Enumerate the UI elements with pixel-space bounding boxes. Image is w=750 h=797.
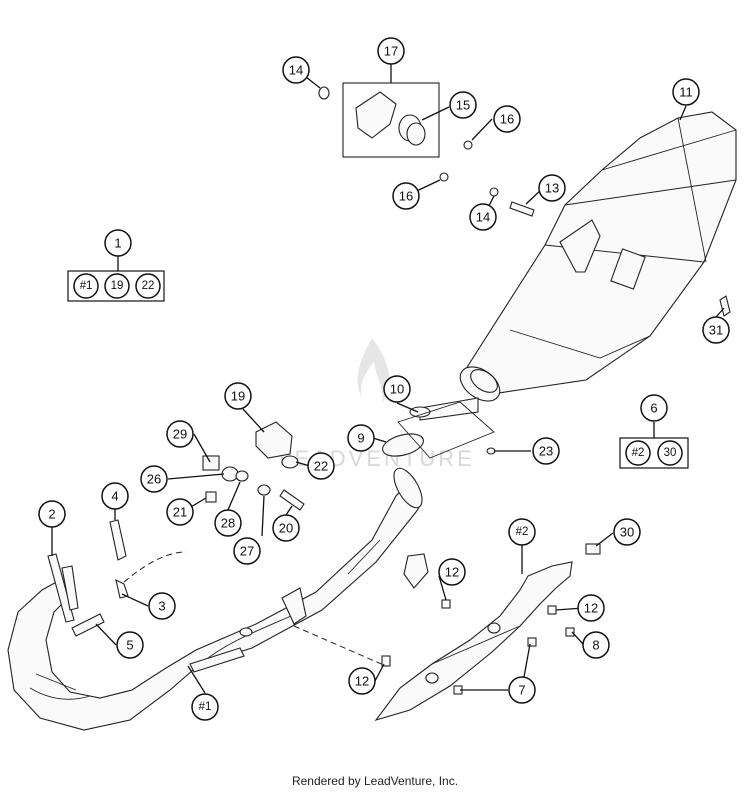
svg-text:10: 10 bbox=[390, 382, 404, 397]
callout-15: 15 bbox=[449, 91, 477, 119]
svg-text:16: 16 bbox=[399, 189, 413, 204]
svg-text:4: 4 bbox=[111, 489, 118, 504]
svg-text:21: 21 bbox=[173, 505, 187, 520]
callout-2: 2 bbox=[38, 500, 66, 528]
dashed-leaders bbox=[123, 551, 387, 667]
svg-text:20: 20 bbox=[279, 521, 293, 536]
svg-text:14: 14 bbox=[476, 210, 490, 225]
svg-text:26: 26 bbox=[147, 472, 161, 487]
callout-23: 23 bbox=[532, 437, 560, 465]
svg-text:#2: #2 bbox=[632, 447, 645, 459]
callout-26: 26 bbox=[140, 465, 168, 493]
callout-8: 8 bbox=[582, 631, 610, 659]
svg-text:7: 7 bbox=[518, 683, 525, 698]
callout-7: 7 bbox=[508, 676, 536, 704]
svg-text:27: 27 bbox=[240, 544, 254, 559]
svg-text:13: 13 bbox=[545, 181, 559, 196]
callout-29: 29 bbox=[166, 420, 194, 448]
svg-text:12: 12 bbox=[355, 674, 369, 689]
callout-1: 1 bbox=[104, 229, 132, 257]
callout-28: 28 bbox=[214, 509, 242, 537]
callout-12-b: 12 bbox=[577, 594, 605, 622]
callout-14-bottom: 14 bbox=[469, 203, 497, 231]
svg-text:#1: #1 bbox=[80, 280, 93, 292]
callout-12-a: 12 bbox=[438, 558, 466, 586]
svg-text:9: 9 bbox=[357, 431, 364, 446]
callout-16-bottom: 16 bbox=[392, 182, 420, 210]
callout-9: 9 bbox=[347, 424, 375, 452]
callout-10: 10 bbox=[383, 375, 411, 403]
svg-text:17: 17 bbox=[384, 44, 398, 59]
callout-21: 21 bbox=[166, 498, 194, 526]
heat-shield bbox=[374, 561, 573, 721]
svg-text:5: 5 bbox=[126, 638, 133, 653]
callout-13: 13 bbox=[538, 174, 566, 202]
svg-text:28: 28 bbox=[221, 516, 235, 531]
callout-11: 11 bbox=[672, 78, 700, 106]
callout-22: 22 bbox=[307, 452, 335, 480]
svg-text:6: 6 bbox=[650, 401, 657, 416]
svg-text:16: 16 bbox=[500, 112, 514, 127]
callout-6: 6 bbox=[640, 394, 668, 422]
svg-text:31: 31 bbox=[709, 323, 723, 338]
kit-1-box: #1 19 22 bbox=[67, 270, 165, 302]
svg-text:#1: #1 bbox=[199, 701, 212, 713]
svg-text:19: 19 bbox=[111, 280, 124, 292]
header-pipe bbox=[7, 467, 423, 731]
svg-text:19: 19 bbox=[231, 389, 245, 404]
callout-19: 19 bbox=[224, 382, 252, 410]
svg-text:23: 23 bbox=[539, 444, 553, 459]
svg-text:#2: #2 bbox=[516, 526, 529, 538]
svg-text:3: 3 bbox=[158, 599, 165, 614]
callout-31: 31 bbox=[702, 316, 730, 344]
kit-6-box: #2 30 bbox=[619, 437, 689, 469]
callout-ref-2: #2 bbox=[508, 518, 536, 546]
small-parts bbox=[47, 86, 731, 695]
callout-3: 3 bbox=[148, 592, 176, 620]
svg-text:29: 29 bbox=[173, 427, 187, 442]
svg-text:30: 30 bbox=[664, 447, 677, 459]
svg-text:22: 22 bbox=[314, 459, 328, 474]
svg-text:12: 12 bbox=[584, 601, 598, 616]
svg-text:11: 11 bbox=[679, 85, 693, 100]
svg-text:2: 2 bbox=[48, 507, 55, 522]
clamp-parts bbox=[355, 91, 426, 146]
callout-30: 30 bbox=[613, 518, 641, 546]
footer-credit: Rendered by LeadVenture, Inc. bbox=[291, 774, 459, 788]
svg-text:8: 8 bbox=[592, 638, 599, 653]
svg-text:22: 22 bbox=[142, 280, 155, 292]
callout-12-c: 12 bbox=[348, 667, 376, 695]
callout-20: 20 bbox=[272, 514, 300, 542]
muffler bbox=[459, 111, 737, 402]
callout-ref-1: #1 bbox=[191, 693, 219, 721]
svg-text:14: 14 bbox=[289, 63, 303, 78]
callout-14-top: 14 bbox=[282, 56, 310, 84]
svg-text:12: 12 bbox=[445, 565, 459, 580]
callout-16-top: 16 bbox=[493, 105, 521, 133]
callout-27: 27 bbox=[233, 537, 261, 565]
callout-17: 17 bbox=[377, 37, 405, 65]
callout-4: 4 bbox=[101, 482, 129, 510]
callout-5: 5 bbox=[116, 631, 144, 659]
callout-leaders bbox=[51, 64, 725, 694]
svg-text:15: 15 bbox=[456, 98, 470, 113]
svg-text:30: 30 bbox=[620, 525, 634, 540]
svg-text:1: 1 bbox=[114, 236, 121, 251]
